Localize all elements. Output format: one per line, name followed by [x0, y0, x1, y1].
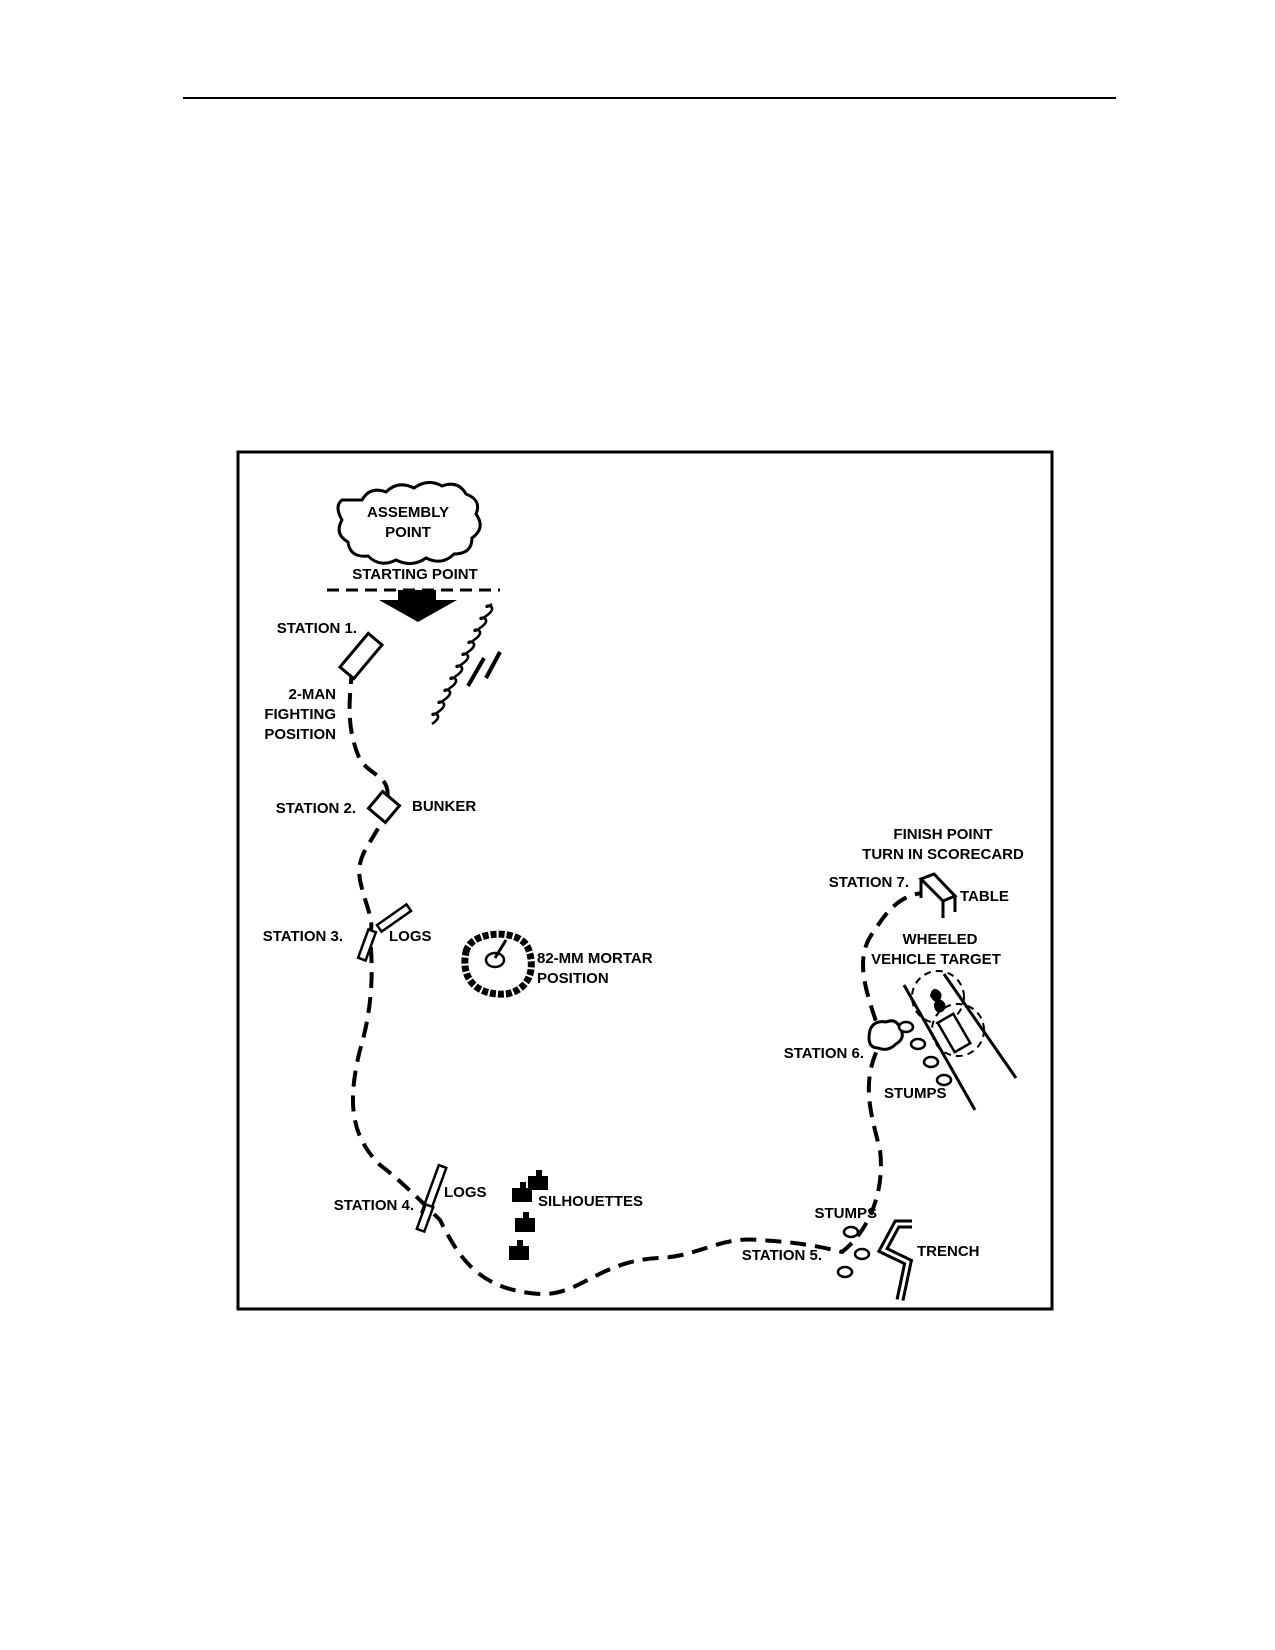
stumps-label-station-6: STUMPS	[884, 1085, 947, 1102]
table-icon	[918, 872, 958, 918]
silhouettes-label: SILHOUETTES	[538, 1193, 643, 1210]
logs-label-station-3: LOGS	[389, 928, 432, 945]
finish-point-label-1: FINISH POINT	[893, 826, 992, 843]
mortar-position-icon	[461, 930, 535, 998]
station-7-label: STATION 7.	[829, 874, 909, 891]
station-4-label: STATION 4.	[334, 1197, 414, 1214]
station-3-label: STATION 3.	[263, 928, 343, 945]
fighting-position-label-2: FIGHTING	[264, 706, 336, 723]
vehicle-target-label-2: VEHICLE TARGET	[871, 951, 1001, 968]
starting-arrow-icon	[379, 590, 457, 622]
station-6-label: STATION 6.	[784, 1045, 864, 1062]
mortar-label-2: POSITION	[537, 970, 609, 987]
mortar-label-1: 82-MM MORTAR	[537, 950, 653, 967]
fighting-position-label-3: POSITION	[264, 726, 336, 743]
vehicle-target-icon	[902, 970, 1018, 1111]
silhouettes-icon	[509, 1170, 548, 1260]
fighting-position-icon	[337, 631, 385, 681]
wire-obstacle-icon	[431, 602, 502, 726]
finish-point-label-2: TURN IN SCORECARD	[862, 846, 1024, 863]
diagram-frame	[236, 450, 1054, 1311]
logs-icon-station-4	[415, 1163, 448, 1234]
vehicle-target-label-1: WHEELED	[903, 931, 978, 948]
starting-point-label: STARTING POINT	[352, 566, 478, 583]
assembly-point-label-2: POINT	[385, 524, 431, 541]
assembly-point-label-1: ASSEMBLY	[367, 504, 449, 521]
station-2-label: STATION 2.	[276, 800, 356, 817]
logs-label-station-4: LOGS	[444, 1184, 487, 1201]
station-5-label: STATION 5.	[742, 1247, 822, 1264]
station-1-label: STATION 1.	[277, 620, 357, 637]
stumps-icon-station-5	[836, 1225, 871, 1279]
course-trail	[347, 667, 923, 1297]
stumps-icon-station-6	[897, 1020, 953, 1087]
logs-icon-station-3	[356, 902, 413, 963]
bunker-icon	[366, 789, 402, 825]
trench-label: TRENCH	[917, 1243, 980, 1260]
header-rule	[183, 97, 1116, 99]
bunker-label: BUNKER	[412, 798, 476, 815]
stumps-label-station-5: STUMPS	[814, 1205, 877, 1222]
station-6-rock-icon	[867, 1019, 904, 1051]
assembly-point-cloud	[336, 481, 482, 565]
fighting-position-label-1: 2-MAN	[289, 686, 337, 703]
table-label: TABLE	[960, 888, 1009, 905]
